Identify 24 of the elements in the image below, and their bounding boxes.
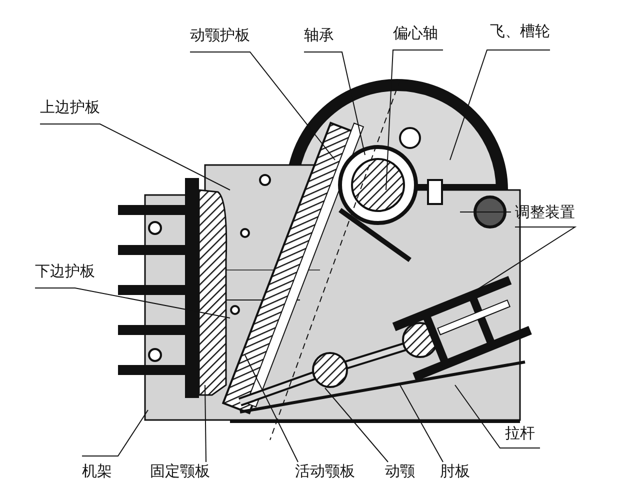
- part-label: 轴承: [304, 26, 334, 52]
- part-label: 固定颚板: [150, 462, 210, 480]
- leader-line: [40, 124, 230, 190]
- part-label: 拉杆: [505, 424, 535, 442]
- leader-line: [190, 52, 336, 160]
- leader-line: [244, 354, 298, 462]
- part-label: 动颚: [385, 462, 415, 480]
- part-label: 偏心轴: [393, 24, 438, 50]
- part-label: 活动颚板: [295, 462, 355, 480]
- leader-line: [324, 388, 388, 462]
- leader-line: [304, 52, 366, 156]
- part-label: 上边护板: [40, 98, 100, 124]
- leader-line: [450, 50, 550, 160]
- leader-line: [34, 288, 230, 318]
- leader-line: [204, 384, 206, 462]
- leader-line: [82, 410, 148, 456]
- part-label: 飞、槽轮: [490, 22, 550, 50]
- part-label: 下边护板: [35, 262, 95, 288]
- part-label: 肘板: [440, 462, 470, 480]
- part-label: 动颚护板: [190, 26, 250, 52]
- leader-line: [454, 384, 540, 448]
- leader-line: [400, 384, 444, 462]
- part-label: 机架: [82, 462, 112, 480]
- leader-line: [386, 50, 444, 190]
